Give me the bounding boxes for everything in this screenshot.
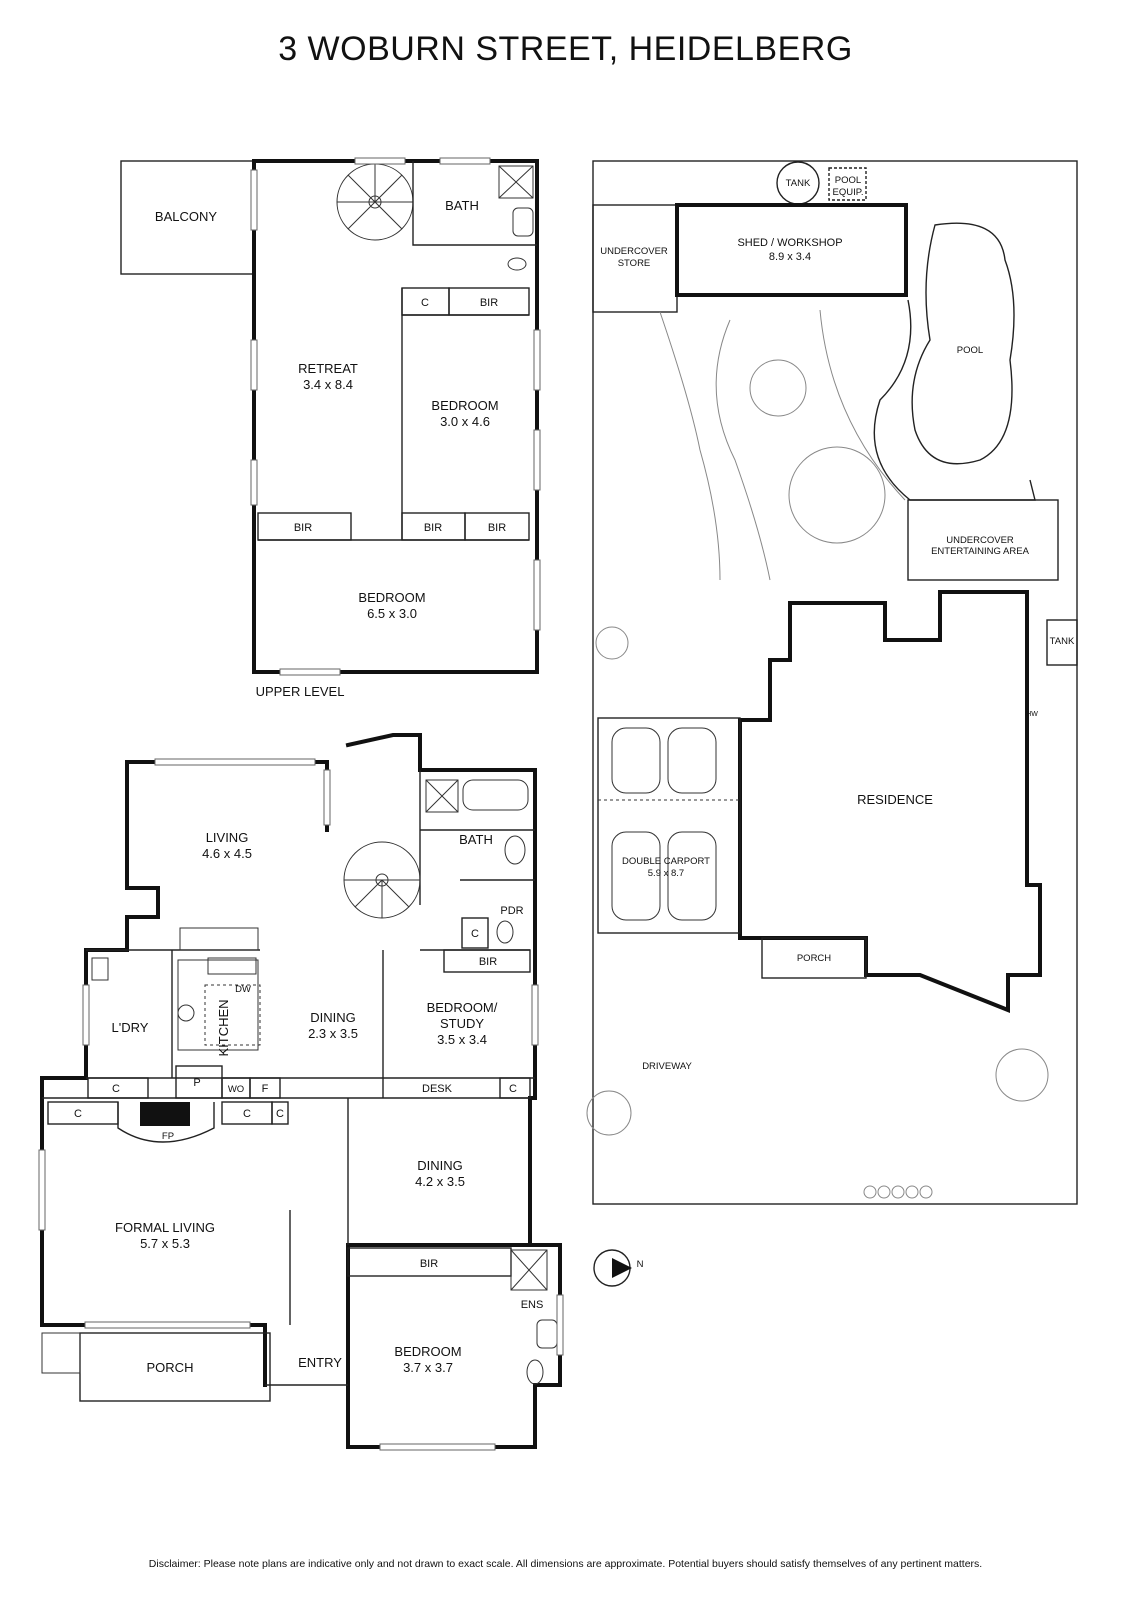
dining-small-dim: 2.3 x 3.5: [308, 1026, 358, 1041]
formal-living-label: FORMAL LIVING: [115, 1220, 215, 1235]
dining-small-label: DINING: [310, 1010, 356, 1025]
upper-bedroom-b-dim: 6.5 x 3.0: [367, 606, 417, 621]
ground-bedroom-label: BEDROOM: [394, 1344, 461, 1359]
entertaining-label-1: UNDERCOVER: [946, 535, 1014, 546]
upper-bir-1-label: BIR: [294, 522, 312, 534]
compass-icon: [593, 1249, 632, 1287]
vanity: [512, 207, 534, 237]
pool-equip-label-2: EQUIP.: [833, 187, 864, 198]
residence-label: RESIDENCE: [857, 792, 933, 807]
wo-label: WO: [228, 1084, 244, 1095]
bath-wall: [412, 161, 537, 246]
formal-living-dim: 5.7 x 5.3: [140, 1236, 190, 1251]
ground-bedroom-dim: 3.7 x 3.7: [403, 1360, 453, 1375]
pool-label: POOL: [957, 345, 983, 356]
pantry-label: P: [193, 1077, 200, 1089]
upper-bath-label: BATH: [445, 198, 479, 213]
living-dim: 4.6 x 4.5: [202, 846, 252, 861]
retreat-label: RETREAT: [298, 361, 358, 376]
spiral-stair-upper: [336, 163, 414, 241]
undercover-store-label-1: UNDERCOVER: [600, 246, 668, 257]
c4-label: C: [276, 1108, 284, 1120]
upper-balcony-label: BALCONY: [155, 209, 217, 224]
upper-c-label: C: [421, 297, 429, 309]
carport-dim: 5.9 x 8.7: [648, 868, 684, 879]
ground-bath-label: BATH: [459, 832, 493, 847]
spiral-stair-ground: [343, 841, 421, 919]
driveway-label: DRIVEWAY: [642, 1061, 692, 1072]
site-boundary: [592, 160, 1078, 1205]
pdr-label: PDR: [500, 905, 523, 917]
bedroom-study-label: BEDROOM/: [427, 1000, 498, 1015]
disclaimer-text: Disclaimer: Please note plans are indica…: [148, 1558, 983, 1570]
site-plan: [586, 160, 1078, 1287]
site-porch-label: PORCH: [797, 953, 831, 964]
tank-side-label: TANK: [1050, 636, 1075, 647]
upper-bir-top-label: BIR: [480, 297, 498, 309]
upper-bedroom-a-dim: 3.0 x 4.6: [440, 414, 490, 429]
carport-label: DOUBLE CARPORT: [622, 856, 710, 867]
upper-bir-2-label: BIR: [424, 522, 442, 534]
bedroom-study-label-2: STUDY: [440, 1016, 484, 1031]
shed-dim: 8.9 x 3.4: [769, 251, 811, 263]
c1-label: C: [112, 1083, 120, 1095]
dishwasher-label: DW: [235, 984, 251, 995]
bedroom-bir-label: BIR: [420, 1258, 438, 1270]
page-title: 3 WOBURN STREET, HEIDELBERG: [278, 30, 853, 68]
shed-label: SHED / WORKSHOP: [737, 237, 842, 249]
upper-bir-3-label: BIR: [488, 522, 506, 534]
bedroom-study-dim: 3.5 x 3.4: [437, 1032, 487, 1047]
fridge-label: F: [262, 1083, 269, 1095]
retreat-dim: 3.4 x 8.4: [303, 377, 353, 392]
shower: [498, 165, 534, 199]
tank-top-label: TANK: [786, 178, 811, 189]
ground-level-plan: [38, 733, 564, 1451]
upper-level-plan: [120, 157, 541, 676]
toilet: [507, 257, 527, 271]
compass-north-label: N: [637, 1259, 644, 1270]
fireplace-label: FP: [162, 1131, 174, 1142]
dining-large-label: DINING: [417, 1158, 463, 1173]
pool-equip-label-1: POOL: [835, 175, 861, 186]
ensuite-label: ENS: [521, 1299, 544, 1311]
upper-level-label: UPPER LEVEL: [256, 684, 345, 699]
laundry-label: L'DRY: [112, 1020, 149, 1035]
upper-bedroom-b-label: BEDROOM: [358, 590, 425, 605]
ground-porch-label: PORCH: [147, 1360, 194, 1375]
upper-bedroom-a-label: BEDROOM: [431, 398, 498, 413]
c2-label: C: [74, 1108, 82, 1120]
entertaining-label-2: ENTERTAINING AREA: [931, 546, 1029, 557]
living-label: LIVING: [206, 830, 249, 845]
hot-water-label: HW: [1026, 711, 1038, 718]
ground-bir-label: BIR: [479, 956, 497, 968]
hedge-row: [863, 1185, 933, 1199]
kitchen-label: KITCHEN: [216, 999, 231, 1056]
undercover-store-label-2: STORE: [618, 258, 651, 269]
pdr-c-label: C: [471, 928, 479, 940]
desk-c-label: C: [509, 1083, 517, 1095]
c3-label: C: [243, 1108, 251, 1120]
dining-large-dim: 4.2 x 3.5: [415, 1174, 465, 1189]
entry-label: ENTRY: [298, 1355, 342, 1370]
desk-label: DESK: [422, 1083, 453, 1095]
